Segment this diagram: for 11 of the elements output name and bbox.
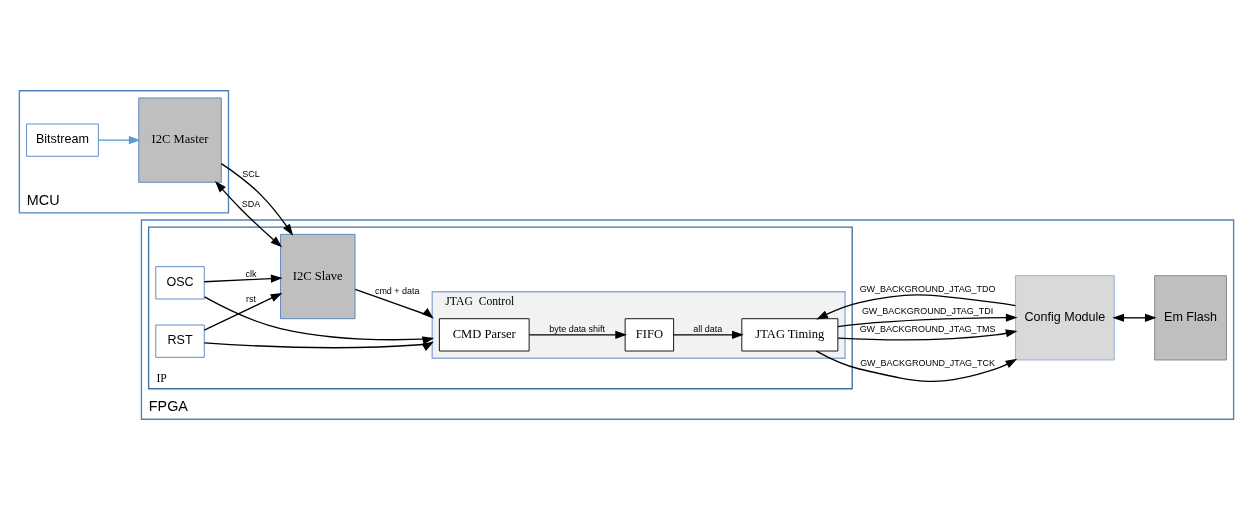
edge-label: SCL xyxy=(242,168,260,179)
edge-label: GW_BACKGROUND_JTAG_TCK xyxy=(860,357,996,368)
edge-label: GW_BACKGROUND_JTAG_TMS xyxy=(859,323,996,334)
edge-label: GW_BACKGROUND_JTAG_TDI xyxy=(861,305,994,316)
edge-label: all data xyxy=(693,323,723,334)
edge-label: cmd + data xyxy=(374,285,420,296)
edge-label: clk xyxy=(245,268,257,279)
edge-label: byte data shift xyxy=(549,323,606,334)
edge-label: SDA xyxy=(241,198,261,209)
edge-label: rst xyxy=(245,293,256,304)
edge-label: GW_BACKGROUND_JTAG_TDO xyxy=(859,283,996,294)
